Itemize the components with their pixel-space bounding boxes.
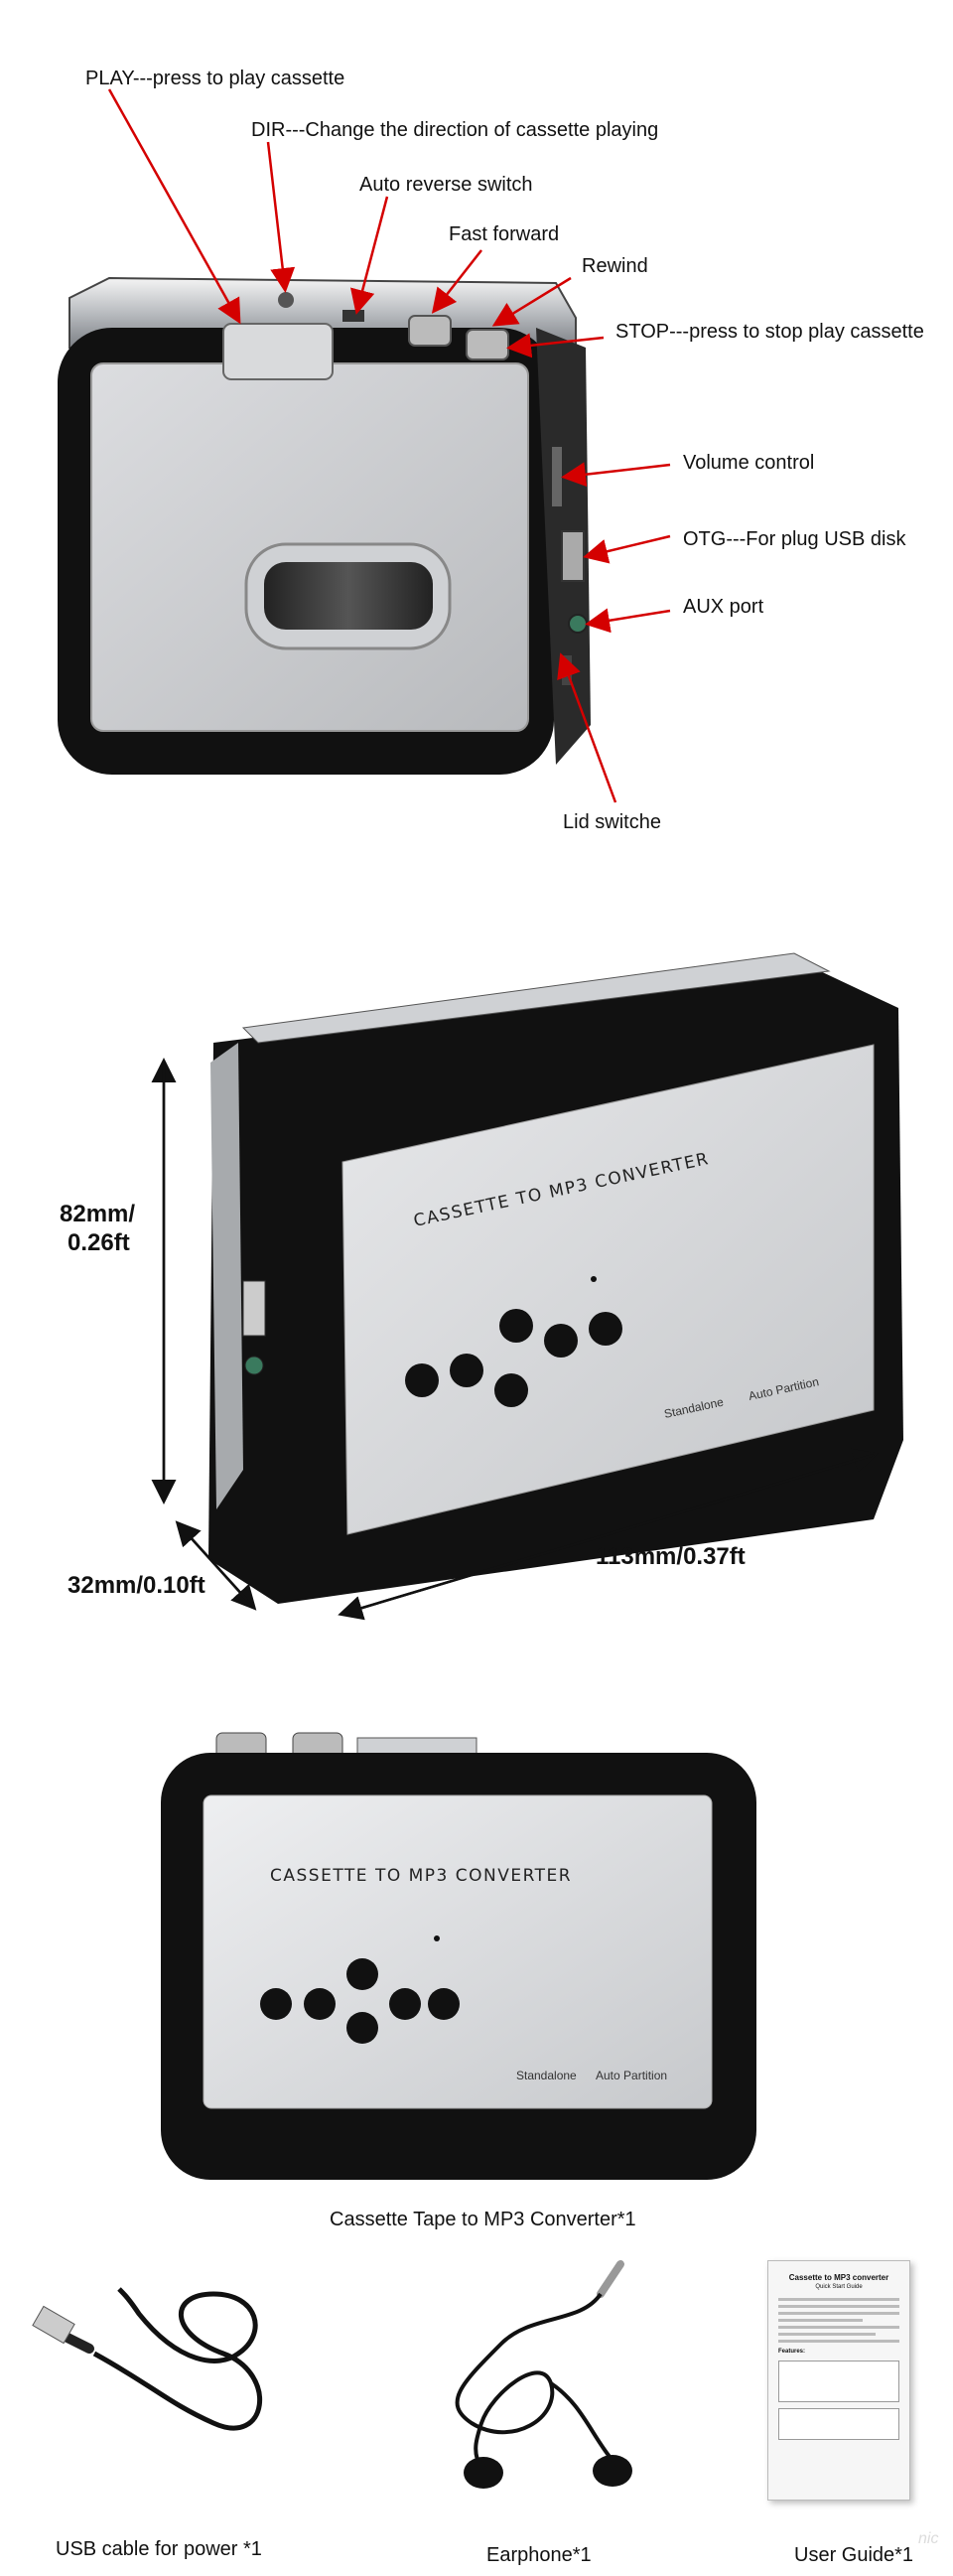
device-front-illustration (161, 1732, 756, 2180)
arrow-play (107, 88, 241, 325)
callout-otg: OTG---For plug USB disk (683, 528, 906, 550)
earphone-illustration (455, 2260, 632, 2489)
callout-play: PLAY---press to play cassette (85, 68, 345, 89)
callout-rewind: Rewind (582, 255, 648, 277)
arrow-stop (506, 333, 605, 358)
callout-auto-reverse: Auto reverse switch (359, 174, 533, 196)
user-guide-features: Features: (778, 2349, 806, 2355)
face-mode-right-3: Auto Partition (596, 2069, 667, 2082)
arrow-aux (585, 608, 671, 634)
watermark: nic (918, 2530, 939, 2547)
arrow-rewind (491, 276, 572, 327)
callout-volume: Volume control (683, 452, 815, 474)
arrow-volume (561, 462, 671, 488)
arrow-otg (583, 534, 671, 564)
user-guide-caption: User Guide*1 (794, 2544, 914, 2566)
width-label: 113mm/0.37ft (596, 1543, 746, 1570)
device-dimensions-illustration (151, 952, 903, 1621)
height-label-line2: 0.26ft (68, 1229, 130, 1256)
callout-stop: STOP---press to stop play cassette (615, 321, 924, 343)
user-guide-title: Cassette to MP3 converter (788, 2273, 889, 2282)
depth-label: 32mm/0.10ft (68, 1572, 205, 1599)
dimension-face-text: CASSETTE TO MP3 CONVERTER Standalone Aut… (412, 1149, 820, 1421)
arrow-dir (266, 141, 296, 293)
callout-arrows (107, 88, 671, 803)
user-guide-illustration: Cassette to MP3 converter Quick Start Gu… (767, 2260, 910, 2501)
usb-cable-caption: USB cable for power *1 (56, 2538, 262, 2560)
callout-lid: Lid switche (563, 811, 661, 833)
height-label-line1: 82mm/ (60, 1201, 136, 1227)
callout-fast-forward: Fast forward (449, 223, 560, 245)
face-title-2: CASSETTE TO MP3 CONVERTER (412, 1149, 712, 1231)
face-title-3: CASSETTE TO MP3 CONVERTER (270, 1866, 572, 1886)
callout-aux: AUX port (683, 596, 764, 618)
arrow-fast-forward (431, 249, 482, 314)
arrow-auto-reverse (350, 196, 389, 315)
face-mode-left-3: Standalone (516, 2069, 577, 2082)
face-mode-right-2: Auto Partition (748, 1374, 820, 1403)
usb-cable-illustration (32, 2287, 262, 2431)
earphone-caption: Earphone*1 (486, 2544, 592, 2566)
user-guide-subtitle: Quick Start Guide (815, 2284, 863, 2290)
arrow-lid (557, 652, 617, 803)
device-angled-illustration (58, 276, 591, 775)
callout-dir: DIR---Change the direction of cassette p… (251, 119, 659, 141)
converter-caption: Cassette Tape to MP3 Converter*1 (330, 2209, 636, 2230)
front-face-text: CASSETTE TO MP3 CONVERTER Standalone Aut… (270, 1866, 667, 2082)
face-mode-left-2: Standalone (663, 1395, 726, 1421)
